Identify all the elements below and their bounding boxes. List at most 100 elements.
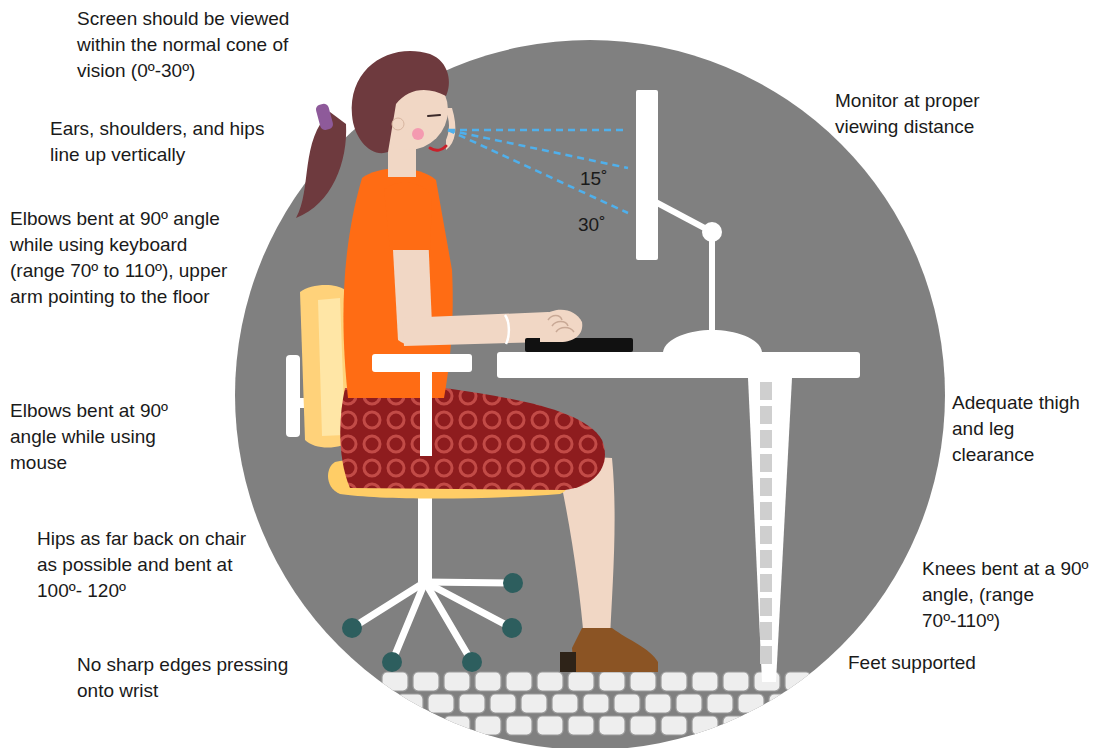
floor-tile (413, 672, 439, 691)
floor-tile (537, 672, 563, 691)
sight-line (448, 130, 628, 213)
background-circle (235, 40, 945, 748)
finger-line (548, 316, 562, 321)
callout-text: Elbows bent at 90º angle while using mou… (10, 398, 180, 476)
hair-tie (315, 103, 334, 131)
floor-tile (630, 672, 656, 691)
angle-label: 15˚ (580, 166, 620, 192)
floor-tile (521, 694, 547, 713)
desk-leg-stripe (760, 574, 772, 592)
desk-leg-stripe (760, 646, 772, 664)
desk-leg-stripe (760, 502, 772, 520)
chair-leg (425, 582, 513, 583)
monitor-base (663, 330, 762, 352)
floor-tile (645, 694, 671, 713)
floor-tile (382, 716, 408, 735)
callout-text: Hips as far back on chair as possible an… (37, 526, 259, 604)
chair-backrest-highlight (318, 298, 345, 436)
chair-armrest (372, 354, 472, 372)
callout-text: Elbows bent at 90º angle while using key… (10, 206, 242, 310)
floor-tile (366, 694, 392, 713)
floor-tile (599, 716, 625, 735)
floor-tile (568, 672, 594, 691)
callout-text: No sharp edges pressing onto wrist (77, 652, 315, 704)
floor-tile (614, 694, 640, 713)
desk-leg-stripe (760, 430, 772, 448)
desk-leg-stripe (760, 406, 772, 424)
floor-tile (723, 672, 749, 691)
chair-wheel (382, 652, 402, 672)
chair-wheel (462, 652, 482, 672)
sight-line (448, 130, 628, 168)
sleeve (384, 183, 432, 250)
desk-leg-stripes (760, 382, 772, 664)
chair-wheel (342, 618, 362, 638)
eye (428, 115, 440, 116)
floor-tile (583, 694, 609, 713)
floor-tile (661, 672, 687, 691)
desk-leg-stripe (760, 622, 772, 640)
callout-text: Feet supported (848, 650, 1048, 676)
cheek (412, 128, 424, 140)
floor-tile (785, 716, 811, 735)
floor-tile (506, 716, 532, 735)
floor-tiles (366, 672, 826, 735)
finger-line (552, 322, 568, 327)
callout-text: Adequate thigh and leg clearance (952, 390, 1082, 468)
desk-leg-stripe (760, 382, 772, 400)
chair-leg (425, 582, 472, 662)
floor-tile (661, 716, 687, 735)
chair-armrest-post (420, 372, 432, 456)
angle-label: 30˚ (578, 212, 618, 238)
finger-line (556, 328, 574, 333)
floor-tile (630, 716, 656, 735)
chair-wheels (342, 573, 523, 672)
chair-wheel (503, 573, 523, 593)
desk-leg-stripe (760, 478, 772, 496)
callout-text: Ears, shoulders, and hips line up vertic… (50, 116, 280, 168)
fingers (548, 316, 574, 333)
desk-leg-stripe (760, 598, 772, 616)
desk-leg (748, 378, 792, 682)
monitor (636, 90, 658, 260)
floor-tile (475, 716, 501, 735)
floor-tile (475, 672, 501, 691)
ear (392, 118, 404, 130)
chair-wheel (502, 618, 522, 638)
floor (366, 672, 826, 735)
floor-tile (707, 694, 733, 713)
floor-tile (676, 694, 702, 713)
skirt (340, 388, 605, 490)
desk-leg-stripe (760, 550, 772, 568)
chair-base (352, 582, 513, 662)
callout-text: Screen should be viewed within the norma… (77, 6, 315, 84)
floor-tile (490, 694, 516, 713)
shoe-heel (560, 652, 576, 672)
floor-tile (568, 716, 594, 735)
callout-text: Knees bent at a 90º angle, (range 70º-11… (922, 556, 1090, 634)
monitor-pole (709, 232, 715, 332)
bracelet (505, 315, 509, 344)
floor-tile (692, 716, 718, 735)
desk-leg-stripe (760, 526, 772, 544)
chair-post (418, 495, 432, 582)
hair (352, 51, 449, 153)
floor-tile (738, 694, 764, 713)
floor-tile (552, 694, 578, 713)
floor-tile (413, 716, 439, 735)
floor-tile (397, 694, 423, 713)
sight-line (448, 129, 628, 132)
floor-tile (785, 672, 811, 691)
chair-back-frame (286, 355, 300, 437)
callout-text: Monitor at proper viewing distance (835, 88, 1035, 140)
floor-tile (444, 672, 470, 691)
chair-leg (392, 582, 425, 662)
floor-tile (459, 694, 485, 713)
floor-tile (506, 672, 532, 691)
floor-tile (444, 716, 470, 735)
floor-tile (769, 694, 795, 713)
hand (540, 310, 582, 342)
